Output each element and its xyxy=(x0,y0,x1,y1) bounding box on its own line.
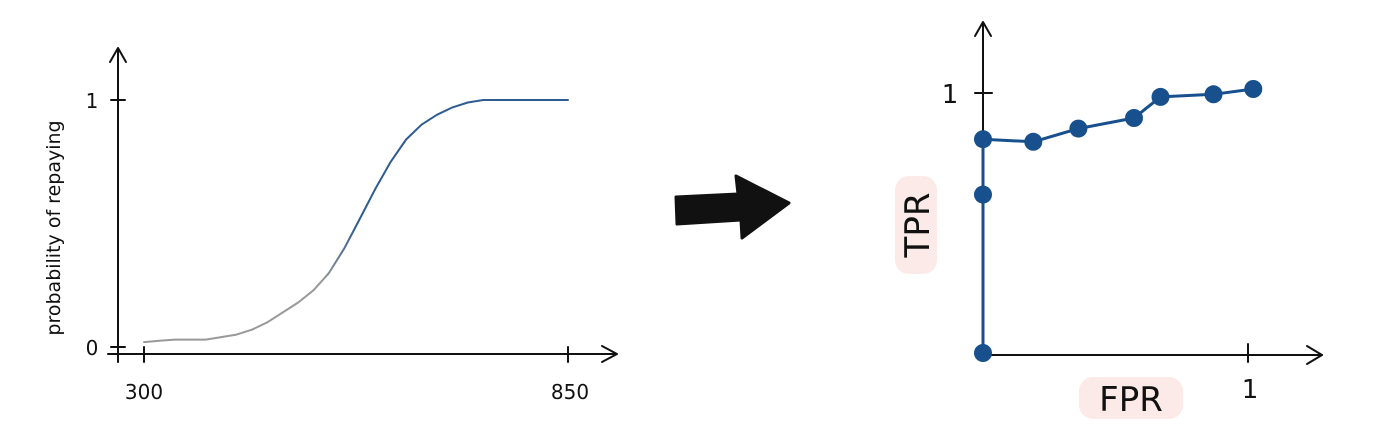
right-y-axis-arrow xyxy=(974,21,992,37)
left-y-tick-label-1: 1 xyxy=(86,89,99,113)
right-arrow-icon xyxy=(674,174,791,240)
roc-point-5 xyxy=(1125,109,1143,127)
roc-chart: 1 1 FPR TPR xyxy=(895,21,1323,420)
left-x-axis-arrow xyxy=(601,345,618,363)
roc-point-8 xyxy=(1244,80,1263,98)
roc-point-4 xyxy=(1069,119,1088,138)
sigmoid-curve xyxy=(143,99,569,344)
roc-point-1 xyxy=(974,185,992,204)
roc-point-2 xyxy=(974,130,992,149)
right-y-tick-label-1: 1 xyxy=(942,80,959,110)
left-x-tick-label-300: 300 xyxy=(125,380,163,404)
left-y-axis-label: probability of repaying xyxy=(43,120,65,335)
roc-point-7 xyxy=(1204,85,1223,104)
left-x-tick-label-850: 850 xyxy=(551,380,589,404)
x-axis-label-highlight xyxy=(1079,377,1183,419)
roc-point-3 xyxy=(1024,132,1043,151)
y-axis-label: TPR xyxy=(898,193,938,259)
roc-points xyxy=(974,80,1263,362)
sigmoid-chart: 300 850 0 1 probability of repaying xyxy=(43,47,618,404)
left-y-tick-label-0: 0 xyxy=(86,336,99,360)
right-x-tick-label-1: 1 xyxy=(1242,375,1259,405)
left-y-axis-arrow xyxy=(109,47,127,63)
roc-series-line xyxy=(981,87,1255,355)
roc-point-0 xyxy=(974,344,992,362)
roc-point-6 xyxy=(1151,87,1170,106)
y-axis-label-highlight xyxy=(895,176,937,274)
x-axis-label: FPR xyxy=(1099,380,1163,420)
right-x-axis-arrow xyxy=(1306,345,1323,365)
